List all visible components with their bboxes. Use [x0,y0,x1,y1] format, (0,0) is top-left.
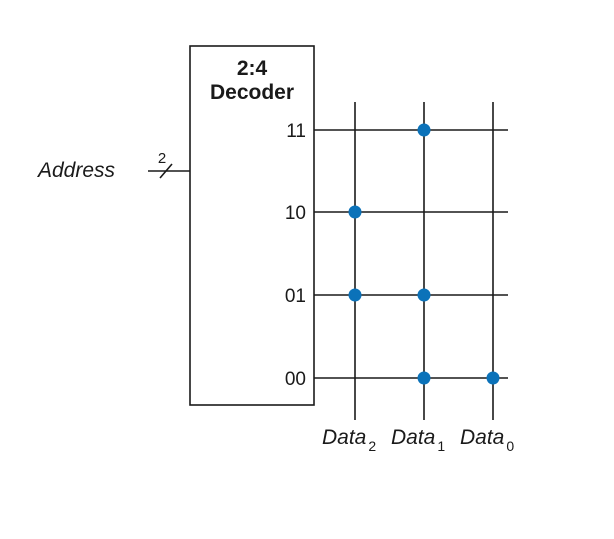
bit-dot-row01-col1 [417,288,431,302]
decoder-title-line2: Decoder [210,81,294,104]
column-label-subscript: 1 [437,438,445,454]
decoder-box [189,45,315,406]
row-label-00: 00 [285,369,306,390]
bit-dot-row10-col2 [348,205,362,219]
bit-dot-row00-col1 [417,371,431,385]
bus-slash [159,163,173,179]
column-label-subscript: 2 [368,438,376,454]
row-label-11: 11 [286,121,306,142]
column-lines [354,102,494,420]
bit-dot-row00-col0 [486,371,500,385]
bus-width-label: 2 [158,150,166,167]
address-label: Address [36,159,116,182]
word-lines: 11 10 01 00 [285,121,508,390]
bit-dots [348,123,500,385]
row-label-01: 01 [285,286,306,307]
column-label-subscript: 0 [506,438,514,454]
column-label-name: Data [322,426,366,449]
column-label-name: Data [391,426,435,449]
decoder-title-line1: 2:4 [237,57,268,80]
bit-dot-row01-col2 [348,288,362,302]
bit-dot-row11-col1 [417,123,431,137]
column-label-name: Data [460,426,504,449]
row-label-10: 10 [285,203,306,224]
